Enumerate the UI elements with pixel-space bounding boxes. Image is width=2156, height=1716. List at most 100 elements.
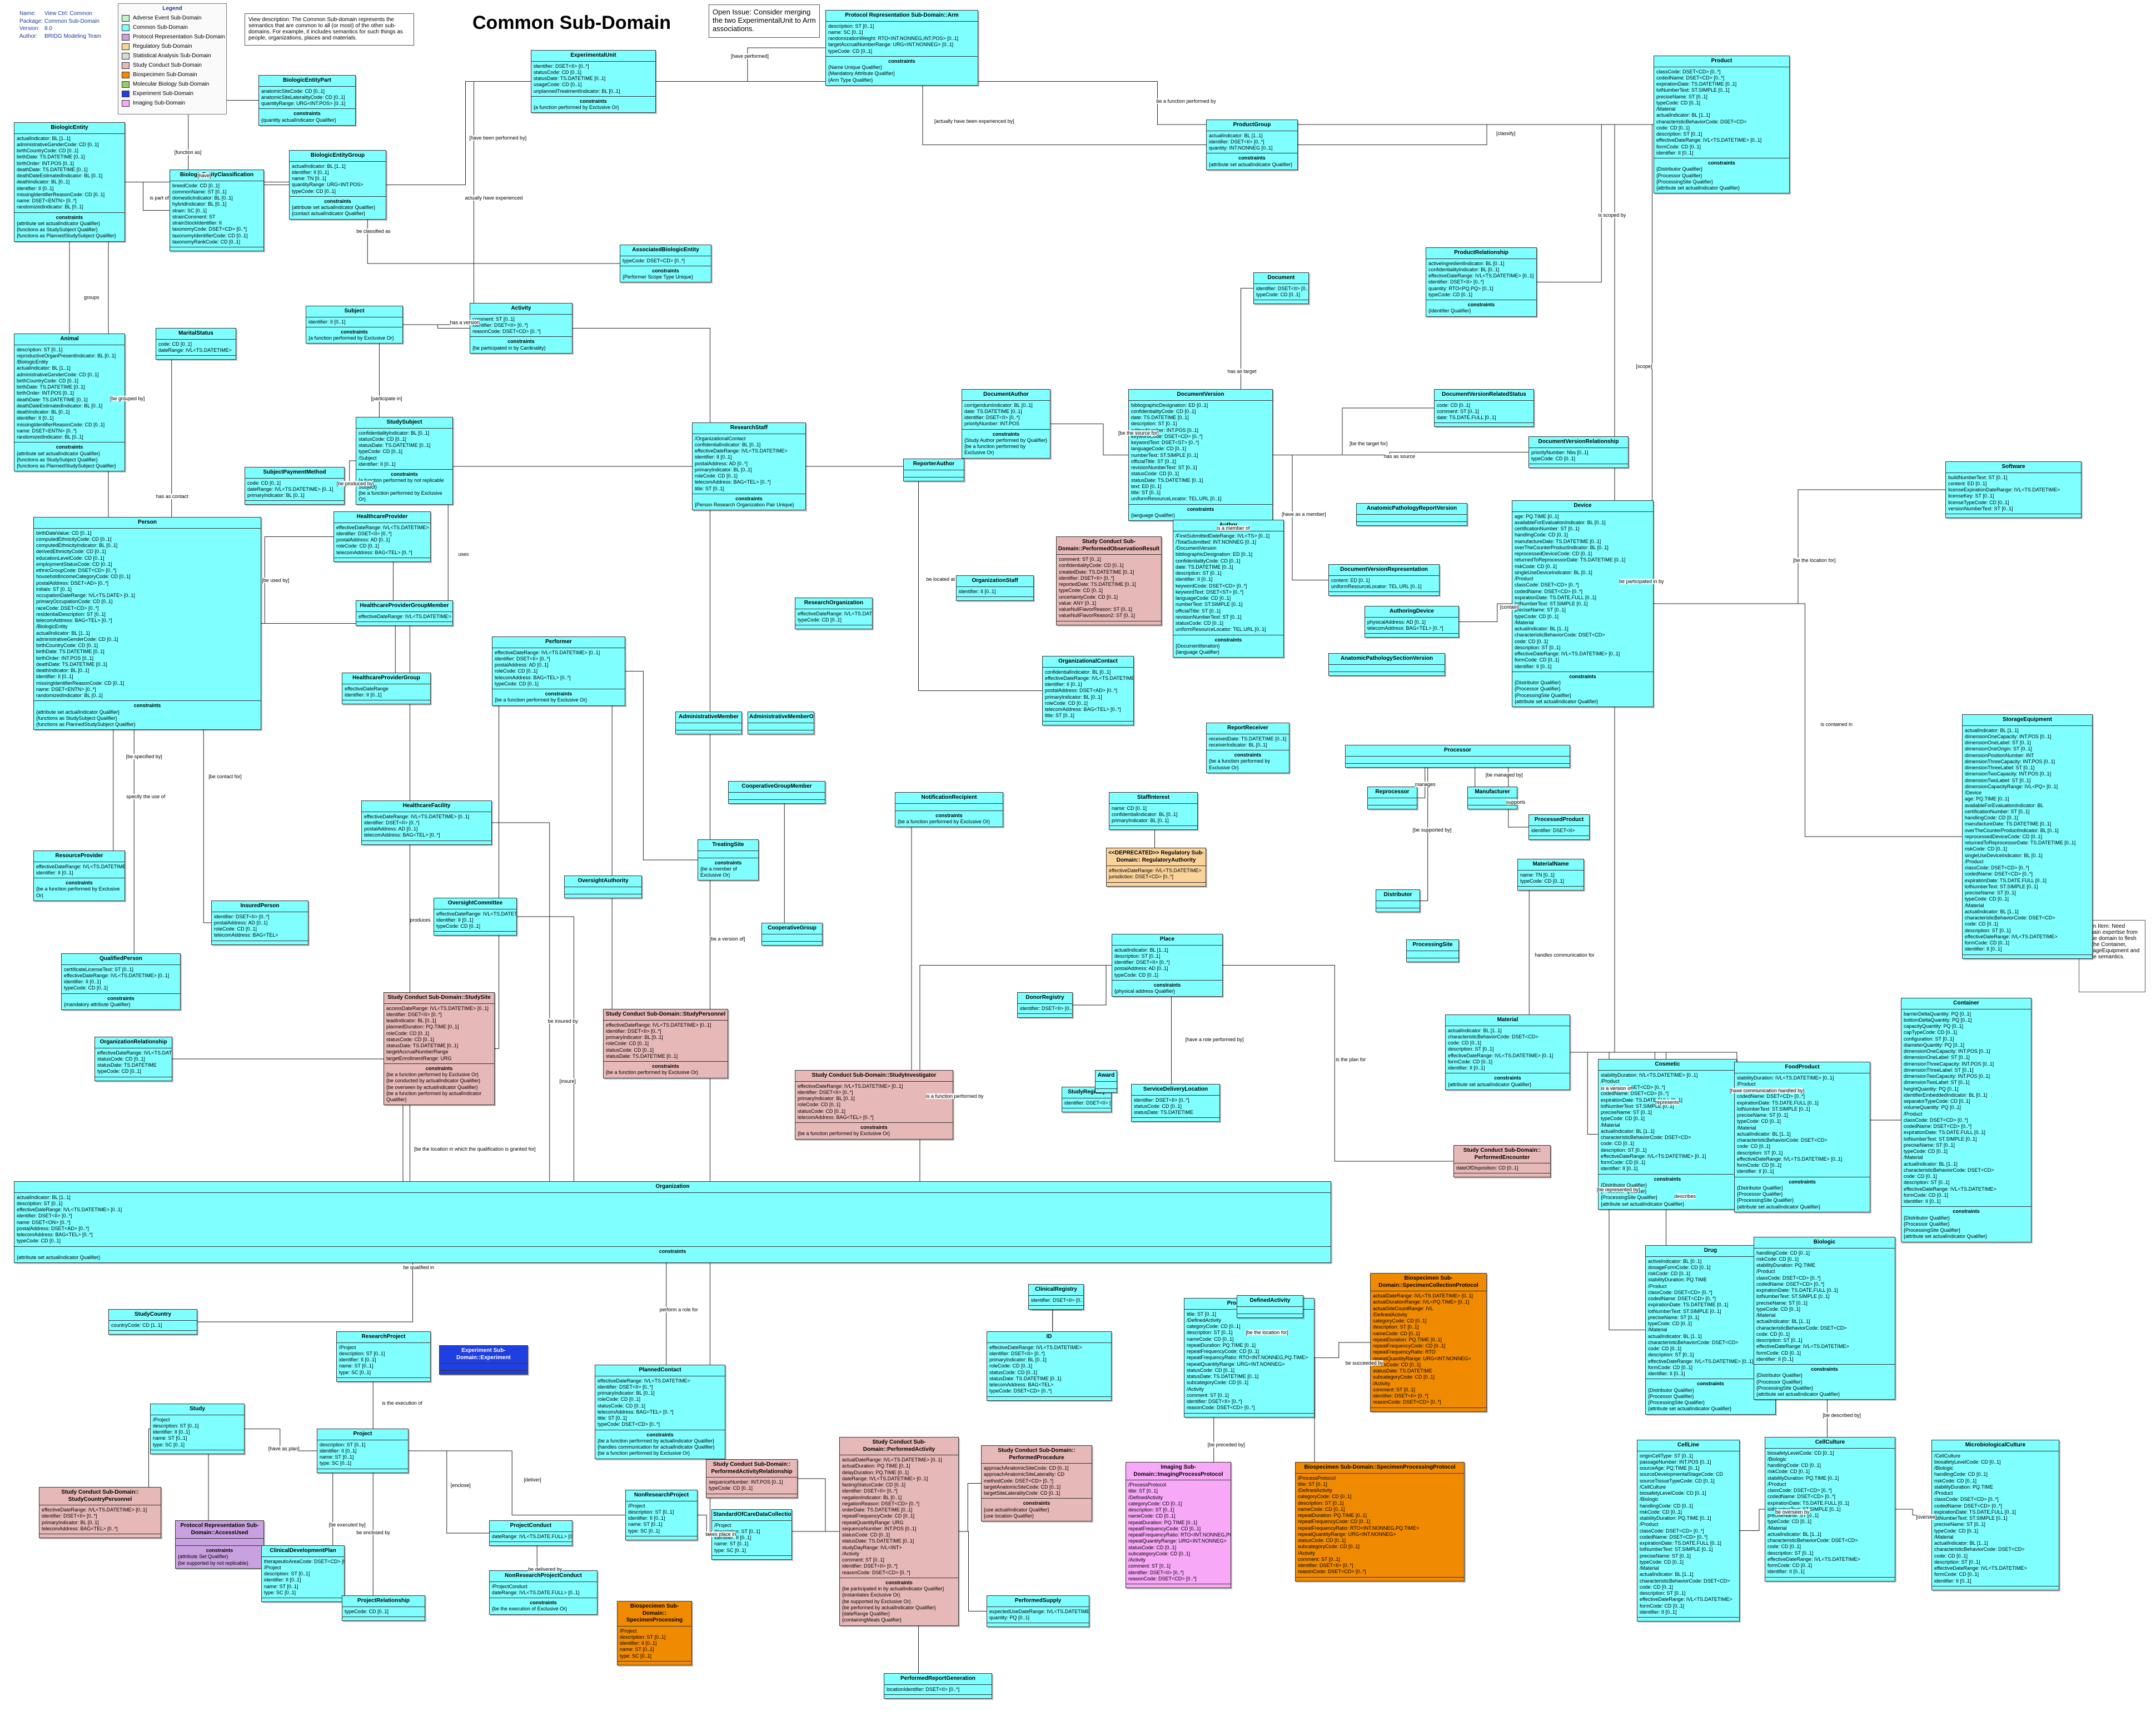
class-cooperative-group-member[interactable]: CooperativeGroupMember	[728, 781, 825, 804]
class-study-conduct-performed-encounter[interactable]: Study Conduct Sub-Domain:: PerformedEnco…	[1453, 1145, 1551, 1178]
class-administrative-member-organization[interactable]: AdministrativeMemberOrg	[748, 712, 814, 734]
class-oversight-authority[interactable]: OversightAuthority	[564, 876, 642, 898]
class-processor[interactable]: Processor	[1345, 745, 1570, 768]
class-experiment-sub-domain[interactable]: Experiment Sub-Domain::Experiment	[439, 1345, 528, 1375]
class-biospecimen-processing-protocol[interactable]: Biospecimen Sub-Domain::SpecimenProcessi…	[1295, 1462, 1465, 1581]
class-defined-activity[interactable]: DefinedActivity	[1237, 1295, 1303, 1318]
class-process-protocol[interactable]: ProcessProtocoltitle: ST [0..1]/DefinedA…	[1184, 1298, 1314, 1417]
class-cooperative-group[interactable]: CooperativeGroup	[761, 923, 823, 946]
class-reprocessor[interactable]: Reprocessor	[1367, 787, 1417, 809]
class-study-conduct-study-investigator[interactable]: Study Conduct Sub-Domain::StudyInvestiga…	[795, 1070, 953, 1140]
class-reporter-author[interactable]: ReporterAuthor	[903, 459, 964, 481]
class-distributor[interactable]: Distributor	[1376, 889, 1420, 912]
class-study-conduct-study-personnel[interactable]: Study Conduct Sub-Domain::StudyPersonnel…	[603, 1009, 728, 1078]
class-award[interactable]: Award	[1095, 1070, 1117, 1093]
class-regulatory-authority[interactable]: <<DEPRECATED>> Regulatory Sub-Domain:: R…	[1106, 848, 1206, 887]
class-processing-site[interactable]: ProcessingSite	[1406, 939, 1459, 962]
class-study-conduct-study-country-personnel[interactable]: Study Conduct Sub-Domain:: StudyCountryP…	[39, 1487, 161, 1538]
class-anatomic-pathology-section-version[interactable]: AnatomicPathologySectionVersion	[1328, 653, 1445, 676]
class-imaging-process-protocol[interactable]: Imaging Sub-Domain::ImagingProcessProtoc…	[1126, 1462, 1231, 1588]
class-study-conduct-performed-procedure[interactable]: Study Conduct Sub-Domain:: PerformedProc…	[981, 1445, 1092, 1521]
class-manufacturer[interactable]: Manufacturer	[1467, 787, 1517, 809]
class-anatomic-pathology-report-version[interactable]: AnatomicPathologyReportVersion	[1356, 503, 1467, 526]
class-non-research-project-conduct[interactable]: NonResearchProjectConduct/ProjectConduct…	[489, 1570, 597, 1615]
class-study-conduct-observation-result[interactable]: Study Conduct Sub-Domain::PerformedObser…	[1056, 536, 1162, 625]
class-study-conduct-performed-activity[interactable]: Study Conduct Sub-Domain::PerformedActiv…	[839, 1437, 959, 1626]
class-biospecimen-specimen-processing[interactable]: Biospecimen Sub-Domain:: SpecimenProcess…	[617, 1601, 692, 1665]
class-biospecimen-collection[interactable]: Biospecimen Sub-Domain::SpecimenCollecti…	[1370, 1273, 1487, 1412]
class-study-conduct-performed-activity-relationship[interactable]: Study Conduct Sub-Domain:: PerformedActi…	[706, 1459, 798, 1498]
class-administrative-member[interactable]: AdministrativeMember	[675, 712, 742, 734]
class-author[interactable]: Author/FirstSubmittedDateRange: IVL<TS> …	[1173, 520, 1284, 658]
